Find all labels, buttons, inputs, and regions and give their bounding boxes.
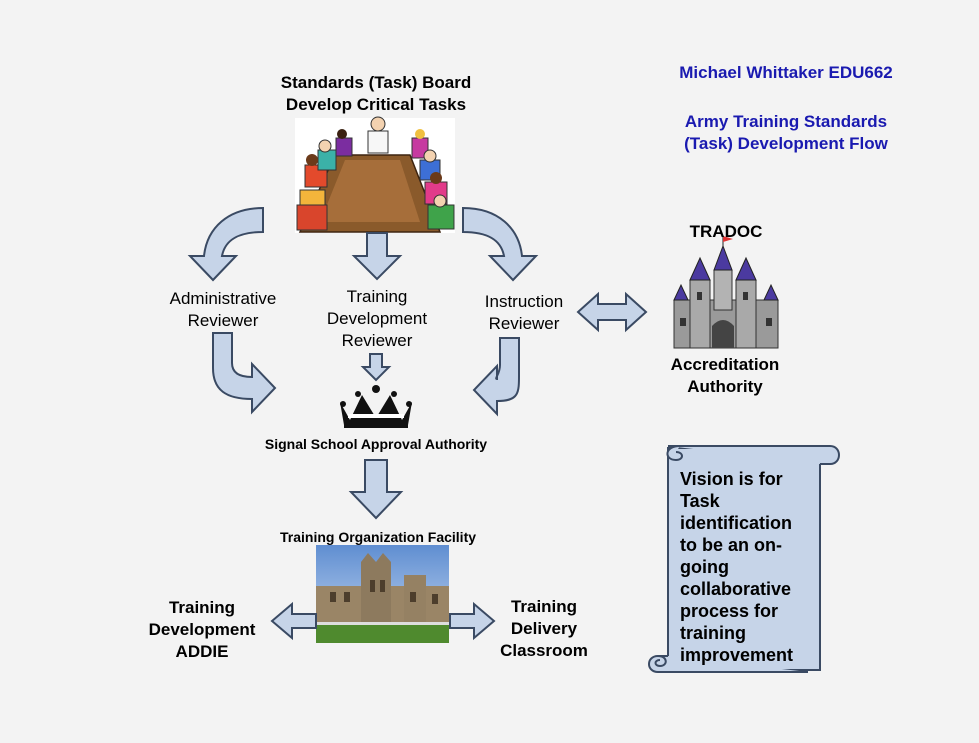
training-delivery-line2: Delivery <box>510 619 578 638</box>
arrow-down-approval <box>348 459 404 520</box>
vision-line: training <box>680 623 746 643</box>
vision-line: to be an on- <box>680 535 782 555</box>
training-development-line3: ADDIE <box>175 642 229 661</box>
instruction-reviewer-line2: Reviewer <box>488 314 560 333</box>
standards-board-line1: Standards (Task) Board <box>280 73 472 92</box>
instruction-reviewer-line1: Instruction <box>484 292 564 311</box>
accreditation-line1: Accreditation <box>670 355 780 374</box>
scroll-shape <box>648 445 840 673</box>
arrow-curve-left <box>187 206 264 282</box>
training-delivery-line3: Classroom <box>500 641 588 660</box>
author-label: Michael Whittaker EDU662 <box>679 63 893 82</box>
admin-reviewer-line1: Administrative <box>169 289 277 308</box>
diagram-title-line1: Army Training Standards <box>684 112 888 131</box>
diagram-title-line2: (Task) Development Flow <box>684 134 888 153</box>
training-development-line1: Training <box>168 598 236 617</box>
admin-reviewer-line2: Reviewer <box>187 311 259 330</box>
arrow-curve-lower-left <box>212 332 277 415</box>
castle-illustration <box>673 236 779 349</box>
vision-line: process for <box>680 601 779 621</box>
arrow-left-bottom <box>270 601 317 641</box>
arrow-right-bottom <box>449 601 496 641</box>
crown-illustration <box>340 385 412 428</box>
facility-label: Training Organization Facility <box>279 529 477 545</box>
training-delivery-line1: Training <box>510 597 578 616</box>
standards-board-line2: Develop Critical Tasks <box>285 95 467 114</box>
vision-scroll-text: Vision is for Task identification to be … <box>680 468 816 666</box>
meeting-table-illustration <box>295 116 455 233</box>
arrow-curve-right <box>462 206 539 282</box>
arrow-double-tradoc <box>576 291 648 333</box>
arrow-down-small <box>360 353 392 382</box>
arrow-curve-lower-right <box>472 337 521 417</box>
vision-line: going <box>680 557 729 577</box>
tradoc-label: TRADOC <box>689 222 763 241</box>
accreditation-line2: Authority <box>687 377 763 396</box>
training-dev-reviewer-line1: Training <box>346 287 408 306</box>
vision-line: identification <box>680 513 792 533</box>
approval-authority-label: Signal School Approval Authority <box>264 436 488 452</box>
vision-line: Vision is for <box>680 469 783 489</box>
training-dev-reviewer-line2: Development <box>326 309 428 328</box>
arrow-down-middle <box>351 232 403 281</box>
facility-photo <box>316 545 449 643</box>
training-development-line2: Development <box>148 620 256 639</box>
vision-line: improvement <box>680 645 794 665</box>
training-dev-reviewer-line3: Reviewer <box>341 331 413 350</box>
vision-line: Task <box>680 491 720 511</box>
vision-line: collaborative <box>680 579 792 599</box>
